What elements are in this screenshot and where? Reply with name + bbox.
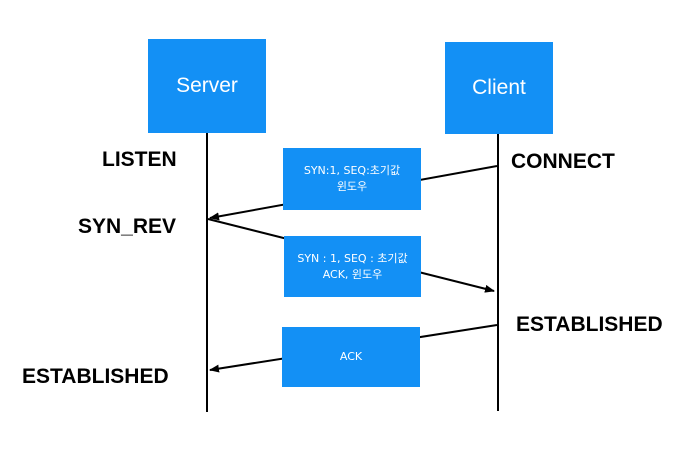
message-box-syn: SYN:1, SEQ:초기값 윈도우: [283, 148, 421, 210]
server-lifeline: [206, 133, 208, 412]
message-syn-ack-line1: SYN : 1, SEQ : 초기값: [297, 251, 408, 265]
message-syn-line1: SYN:1, SEQ:초기값: [303, 164, 401, 177]
client-lifeline: [497, 134, 499, 411]
message-box-syn-ack: SYN : 1, SEQ : 초기값 ACK, 윈도우: [284, 236, 421, 297]
client-node: Client: [445, 42, 553, 134]
message-ack-line1: ACK: [339, 350, 363, 363]
server-label: Server: [176, 74, 238, 97]
client-label: Client: [472, 76, 526, 99]
server-node: Server: [148, 39, 266, 133]
message-syn-line2: 윈도우: [336, 180, 368, 193]
state-listen: LISTEN: [102, 148, 177, 171]
state-established-server: ESTABLISHED: [22, 365, 169, 388]
state-established-client: ESTABLISHED: [516, 313, 663, 336]
message-syn-ack-line2: ACK, 윈도우: [322, 267, 383, 281]
state-syn-rev: SYN_REV: [78, 215, 177, 238]
state-connect: CONNECT: [511, 150, 615, 173]
message-box-ack: ACK: [282, 327, 420, 387]
